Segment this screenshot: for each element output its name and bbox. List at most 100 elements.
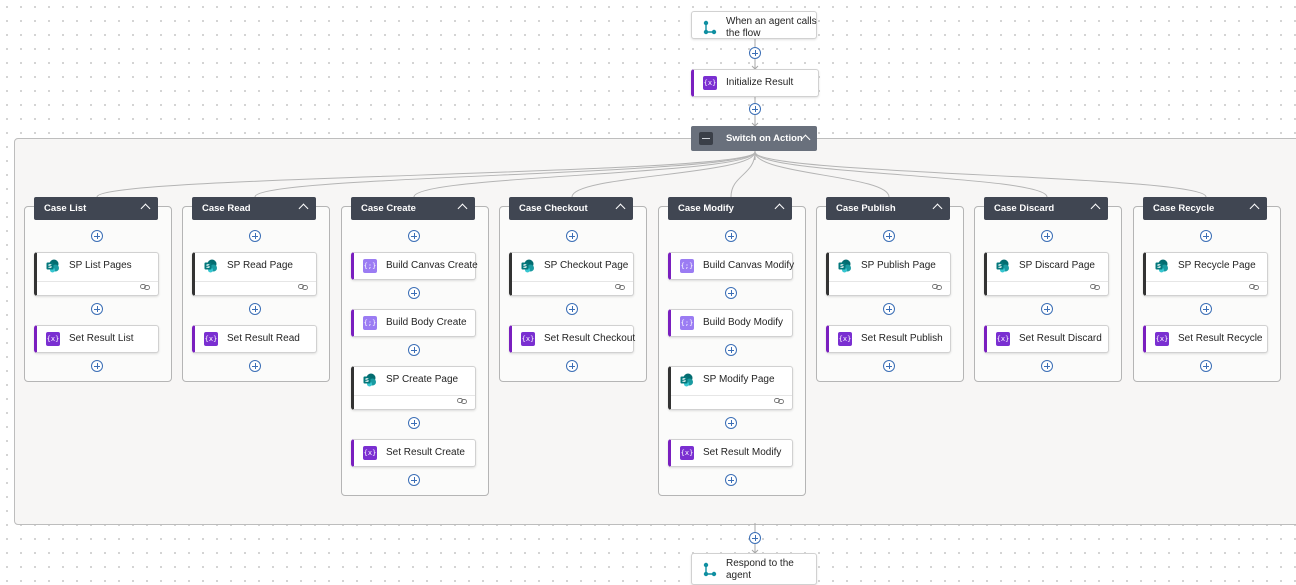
case-title: Case Read [202, 203, 251, 214]
collapse-chevron-icon[interactable] [615, 203, 626, 214]
add-action-button[interactable] [1200, 360, 1212, 372]
connection-link-icon [774, 397, 784, 405]
add-action-button[interactable] [1041, 360, 1053, 372]
case-header[interactable]: Case Modify [668, 197, 792, 220]
set-variable-node[interactable]: {x}Set Result List [34, 325, 159, 353]
set-variable-node[interactable]: {x}Set Result Recycle [1143, 325, 1268, 353]
collapse-chevron-icon[interactable] [1090, 203, 1101, 214]
action-label: Set Result Create [386, 447, 465, 458]
case-header[interactable]: Case Create [351, 197, 475, 220]
connection-link-icon [457, 397, 467, 405]
add-action-button[interactable] [408, 344, 420, 356]
set-variable-node[interactable]: {x}Set Result Read [192, 325, 317, 353]
add-action-button[interactable] [725, 474, 737, 486]
action-label: SP Discard Page [1019, 260, 1095, 271]
case-header[interactable]: Case Publish [826, 197, 950, 220]
collapse-chevron-icon[interactable] [774, 203, 785, 214]
compose-action-node[interactable]: {;}Build Body Modify [668, 309, 793, 337]
compose-icon: {;} [363, 316, 377, 330]
case-header[interactable]: Case List [34, 197, 158, 220]
add-action-button[interactable] [1200, 230, 1212, 242]
respond-node[interactable]: Respond to the agent [691, 553, 817, 585]
variable-icon: {x} [1155, 332, 1169, 346]
set-variable-node[interactable]: {x}Set Result Publish [826, 325, 951, 353]
variable-icon: {x} [521, 332, 535, 346]
add-action-button[interactable] [1200, 303, 1212, 315]
case-header[interactable]: Case Discard [984, 197, 1108, 220]
add-action-button[interactable] [249, 303, 261, 315]
add-action-button[interactable] [408, 417, 420, 429]
initialize-result-node[interactable]: {x} Initialize Result [691, 69, 819, 97]
compose-icon: {;} [680, 316, 694, 330]
add-action-button[interactable] [566, 230, 578, 242]
action-label: Build Canvas Modify [703, 260, 795, 271]
add-action-button[interactable] [883, 360, 895, 372]
collapse-chevron-icon[interactable] [140, 203, 151, 214]
add-action-button[interactable] [408, 230, 420, 242]
action-label: SP Publish Page [861, 260, 936, 271]
compose-action-node[interactable]: {;} Build Canvas Modify [668, 252, 795, 280]
add-action-button[interactable] [566, 360, 578, 372]
case-header[interactable]: Case Recycle [1143, 197, 1267, 220]
add-action-button[interactable] [1041, 303, 1053, 315]
add-action-button[interactable] [725, 230, 737, 242]
add-action-button[interactable] [408, 474, 420, 486]
add-action-button[interactable] [249, 230, 261, 242]
action-label: Set Result Discard [1019, 333, 1102, 344]
add-step-button[interactable] [749, 532, 761, 544]
add-action-button[interactable] [725, 287, 737, 299]
collapse-chevron-icon[interactable] [932, 203, 943, 214]
divider [987, 281, 1108, 282]
compose-action-node[interactable]: {;}Build Canvas Create [351, 252, 478, 280]
compose-action-node[interactable]: {;} Build Body Create [351, 309, 476, 337]
set-variable-node[interactable]: {x}Set Result Checkout [509, 325, 635, 353]
add-action-button[interactable] [725, 417, 737, 429]
collapse-chevron-icon[interactable] [457, 203, 468, 214]
action-label: Build Body Create [386, 317, 467, 328]
trigger-node[interactable]: When an agent calls the flow [691, 11, 817, 39]
set-variable-node[interactable]: {x} Set Result Discard [984, 325, 1109, 353]
case-title: Case Create [361, 203, 416, 214]
add-action-button[interactable] [566, 303, 578, 315]
case-header[interactable]: Case Read [192, 197, 316, 220]
add-action-button[interactable] [883, 303, 895, 315]
add-action-button[interactable] [1041, 230, 1053, 242]
variable-icon: {x} [363, 446, 377, 460]
add-action-button[interactable] [91, 303, 103, 315]
compose-icon: {;} [680, 259, 694, 273]
divider [671, 395, 792, 396]
add-action-button[interactable] [91, 360, 103, 372]
switch-header[interactable]: Switch on Action [691, 126, 817, 151]
case-header[interactable]: Case Checkout [509, 197, 633, 220]
case-title: Case Checkout [519, 203, 588, 214]
case-title: Case List [44, 203, 87, 214]
variable-icon: {x} [680, 446, 694, 460]
switch-icon [699, 132, 713, 145]
set-variable-node[interactable]: {x} Set Result Modify [668, 439, 793, 467]
action-label: Set Result Modify [703, 447, 782, 458]
add-action-button[interactable] [883, 230, 895, 242]
collapse-chevron-icon[interactable] [298, 203, 309, 214]
action-label: SP Checkout Page [544, 260, 629, 271]
collapse-chevron-icon[interactable] [1249, 203, 1260, 214]
sharepoint-icon: S [1155, 259, 1169, 273]
add-action-button[interactable] [725, 344, 737, 356]
connection-link-icon [1249, 283, 1259, 291]
action-label: Build Canvas Create [386, 260, 478, 271]
set-variable-node[interactable]: {x} Set Result Create [351, 439, 476, 467]
add-action-button[interactable] [408, 287, 420, 299]
add-step-button[interactable] [749, 47, 761, 59]
add-action-button[interactable] [91, 230, 103, 242]
variable-icon: {x} [996, 332, 1010, 346]
trigger-label: When an agent calls the flow [726, 16, 817, 39]
add-step-button[interactable] [749, 103, 761, 115]
add-action-button[interactable] [249, 360, 261, 372]
